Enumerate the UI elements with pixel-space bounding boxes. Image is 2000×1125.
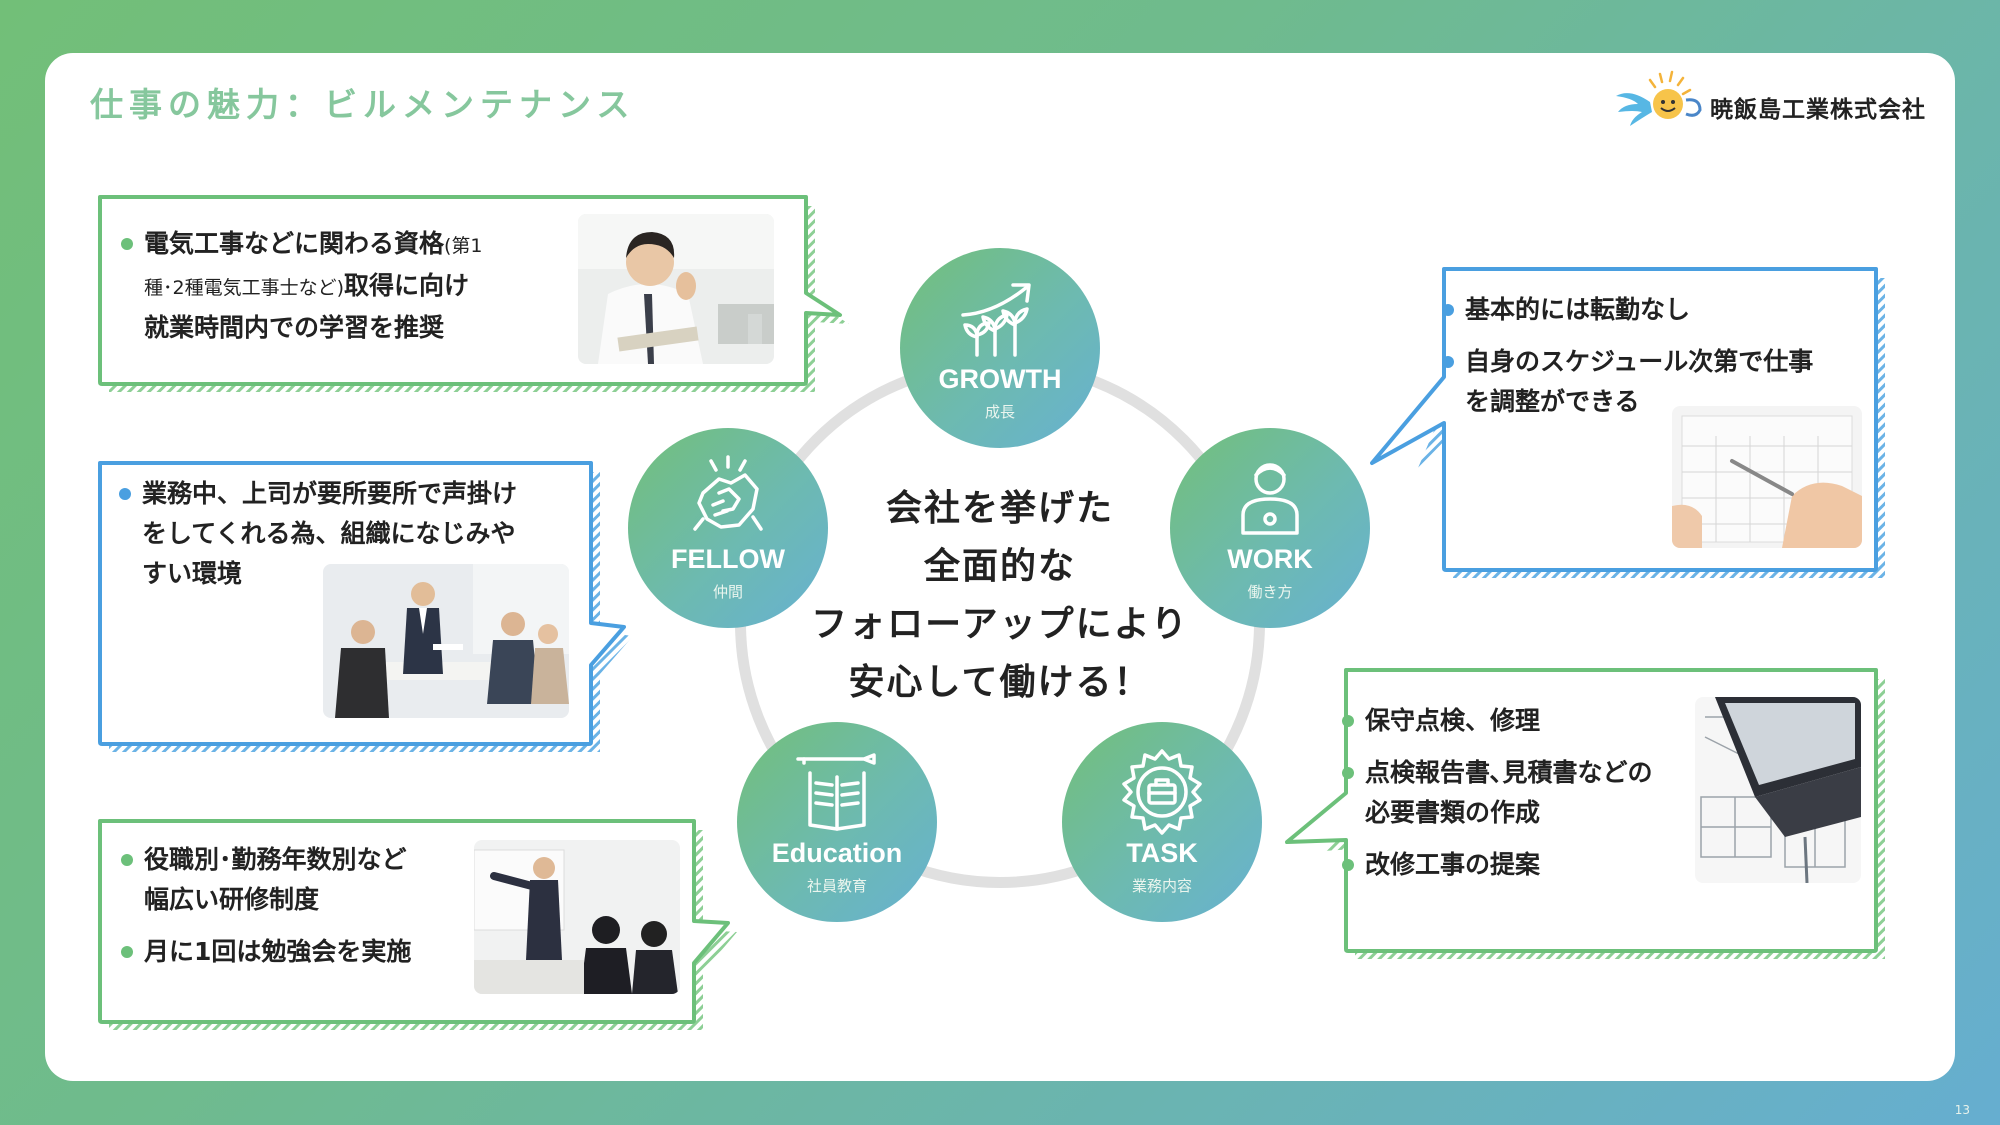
photo-meeting	[323, 564, 569, 718]
node-fellow-sublabel: 仲間	[712, 583, 743, 601]
center-message: 会社を挙げた 全面的な フォローアップにより 安心して働ける！	[780, 480, 1220, 712]
bubble-growth-text-d: 取得に向け	[344, 271, 470, 300]
node-growth-label: GROWTH	[938, 364, 1062, 394]
bubble-growth-item: 電気工事などに関わる資格(第1 種･2種電気工事士など)取得に向け 就業時間内で…	[119, 224, 549, 348]
node-task-sublabel: 業務内容	[1131, 877, 1192, 895]
center-line-2: 全面的な	[923, 546, 1076, 587]
photo-training	[474, 840, 680, 994]
node-education: Education 社員教育	[737, 722, 937, 922]
bubble-fellow-line-3: すい環境	[142, 559, 243, 588]
node-task: TASK 業務内容	[1062, 722, 1262, 922]
photo-studying-man	[578, 214, 774, 364]
bubble-work-item-2: 自身のスケジュール次第で仕事 を調整ができる	[1440, 342, 1870, 422]
bubble-growth-text-e: 就業時間内での学習を推奨	[144, 313, 445, 342]
bubble-work-item-2-line-1: 自身のスケジュール次第で仕事	[1465, 347, 1814, 376]
bubble-growth-text-c: 種･2種電気工事士など)	[144, 277, 345, 299]
photo-blueprint-laptop	[1695, 697, 1861, 883]
page-title: 仕事の魅力：ビルメンテナンス	[90, 85, 636, 124]
company-logo-icon	[1616, 70, 1702, 126]
node-fellow: FELLOW 仲間	[628, 428, 828, 628]
center-line-4: 安心して働ける！	[848, 662, 1152, 703]
center-line-1: 会社を挙げた	[885, 488, 1114, 529]
bubble-task-item-2: 点検報告書､見積書などの 必要書類の作成	[1340, 753, 1700, 833]
node-growth: GROWTH 成長	[900, 248, 1100, 448]
bubble-work-item-2-line-2: を調整ができる	[1465, 387, 1640, 416]
node-task-label: TASK	[1126, 838, 1198, 868]
photo-schedule-notebook	[1672, 406, 1862, 548]
node-fellow-label: FELLOW	[671, 544, 785, 574]
bubble-education-item-2: 月に1回は勉強会を実施	[119, 932, 479, 972]
bubble-education-item-1-line-2: 幅広い研修制度	[144, 885, 320, 914]
gear-briefcase-icon	[1122, 749, 1202, 835]
handshake-icon	[693, 455, 763, 531]
node-growth-sublabel: 成長	[984, 403, 1015, 421]
page-number: 13	[1954, 1103, 1970, 1117]
bubble-fellow-line-2: をしてくれる為、組織になじみや	[142, 519, 516, 548]
node-work-sublabel: 働き方	[1247, 583, 1293, 601]
bubble-fellow-item: 業務中、上司が要所要所で声掛け をしてくれる為、組織になじみや すい環境	[117, 474, 587, 594]
node-work-label: WORK	[1227, 544, 1313, 574]
bubble-task-item-3: 改修工事の提案	[1340, 845, 1700, 885]
node-education-label: Education	[771, 838, 903, 868]
bubble-task-item-2-line-2: 必要書類の作成	[1365, 798, 1541, 827]
sprout-growth-icon	[961, 283, 1031, 357]
bubble-growth-text-b: (第1	[444, 235, 483, 257]
bubble-work-item-1: 基本的には転勤なし	[1440, 290, 1870, 330]
bubble-fellow-line-1: 業務中、上司が要所要所で声掛け	[142, 479, 518, 508]
node-work: WORK 働き方	[1170, 428, 1370, 628]
company-name: 暁飯島工業株式会社	[1710, 97, 1926, 123]
bubble-growth-text-a: 電気工事などに関わる資格	[144, 229, 445, 258]
bubble-task-item-2-line-1: 点検報告書､見積書などの	[1365, 758, 1653, 787]
node-education-sublabel: 社員教育	[806, 877, 867, 895]
bubble-education-item-1: 役職別･勤務年数別など 幅広い研修制度	[119, 840, 479, 920]
worker-laptop-icon	[1241, 463, 1299, 535]
book-pencil-icon	[796, 753, 876, 831]
bubble-education-item-1-line-1: 役職別･勤務年数別など	[144, 845, 407, 874]
bubble-task-item-1: 保守点検、修理	[1340, 701, 1700, 741]
center-line-3: フォローアップにより	[811, 604, 1189, 645]
